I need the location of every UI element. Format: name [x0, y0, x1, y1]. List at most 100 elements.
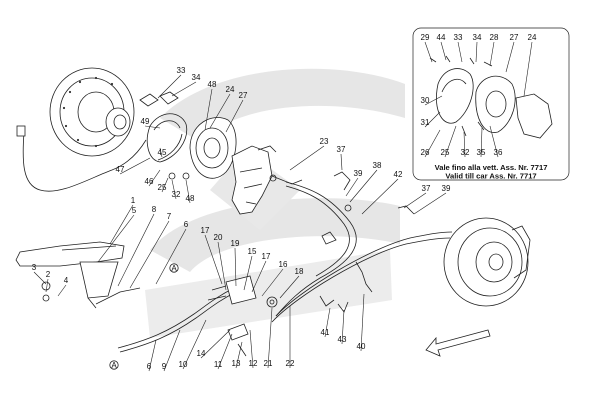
leader-line-c16 — [261, 268, 284, 297]
callout-c40: 40 — [357, 342, 366, 351]
callout-c42: 42 — [394, 170, 403, 179]
connector-a-bottom: A — [109, 360, 119, 370]
callout-c30: 30 — [421, 96, 430, 105]
leader-line-c10 — [182, 319, 207, 370]
hub-carrier — [231, 145, 277, 215]
inset-note-line2: Valid till car Ass. Nr. 7717 — [445, 172, 536, 181]
leader-line-c33b — [457, 41, 463, 63]
brake-shoe-assembly — [139, 91, 190, 180]
callout-c32b: 32 — [461, 148, 470, 157]
callout-c27a: 27 — [239, 91, 248, 100]
callout-c24a: 24 — [226, 85, 235, 94]
callout-c23: 23 — [320, 137, 329, 146]
wear-sensor-cable — [16, 125, 147, 192]
callout-c35: 35 — [477, 148, 486, 157]
leader-line-c12 — [249, 329, 254, 369]
callout-c34b: 34 — [473, 33, 482, 42]
leader-line-c6b — [148, 339, 157, 372]
rear-brake-disc — [49, 67, 135, 157]
callout-c44: 44 — [437, 33, 446, 42]
callout-c26: 26 — [421, 148, 430, 157]
cable-clips — [319, 171, 415, 313]
callout-c28: 28 — [490, 33, 499, 42]
leader-line-c25b — [444, 125, 457, 158]
callout-c37a: 37 — [337, 145, 346, 154]
callout-c13: 13 — [232, 359, 241, 368]
leader-line-c39b — [413, 192, 447, 215]
leader-line-c25a — [161, 177, 169, 193]
callout-c17b: 17 — [262, 252, 271, 261]
leader-line-c5 — [97, 214, 135, 263]
callout-c48b: 48 — [186, 194, 195, 203]
callout-c25a: 25 — [158, 183, 167, 192]
callout-c5: 5 — [132, 206, 137, 215]
leader-line-c1 — [109, 204, 134, 245]
leader-line-c21 — [267, 307, 273, 369]
leader-line-c34a — [171, 81, 197, 97]
callout-c29: 29 — [421, 33, 430, 42]
leader-line-c8 — [117, 213, 155, 287]
callout-c15: 15 — [248, 247, 257, 256]
leader-line-c44 — [440, 41, 447, 61]
callout-c38: 38 — [373, 161, 382, 170]
callout-c11: 11 — [214, 360, 223, 369]
callout-c19: 19 — [231, 239, 240, 248]
callout-c10: 10 — [179, 360, 188, 369]
callout-c32a: 32 — [172, 190, 181, 199]
right-brake-disc — [443, 217, 531, 307]
callout-c25b: 25 — [441, 148, 450, 157]
leader-line-c19 — [234, 247, 237, 287]
leader-line-c24b — [523, 41, 533, 97]
inset-detail-box: Vale fino alla vett. Ass. Nr. 7717 Valid… — [412, 27, 570, 181]
leader-line-c42 — [361, 178, 399, 215]
leader-line-c34b — [475, 41, 478, 63]
leader-line-c37b — [403, 192, 427, 209]
leader-line-c28 — [489, 41, 495, 67]
leader-line-c14 — [200, 329, 231, 359]
callout-c22: 22 — [286, 359, 295, 368]
leader-line-c2 — [45, 278, 49, 293]
callout-c2: 2 — [46, 270, 51, 279]
callout-c20: 20 — [214, 233, 223, 242]
leader-line-c4 — [57, 284, 67, 297]
callout-c33b: 33 — [454, 33, 463, 42]
callout-c21: 21 — [264, 359, 273, 368]
leader-line-c47 — [119, 157, 151, 175]
backing-plate — [189, 117, 237, 179]
brake-disc-holes — [62, 76, 114, 148]
callout-c37b: 37 — [422, 184, 431, 193]
leader-line-c27a — [225, 99, 244, 133]
leader-line-c30 — [424, 95, 443, 106]
callout-c24b: 24 — [528, 33, 537, 42]
leader-line-c32a — [171, 179, 177, 200]
leader-line-c48b — [185, 179, 191, 204]
callout-c14: 14 — [197, 349, 206, 358]
callout-c27b: 27 — [510, 33, 519, 42]
callout-c39b: 39 — [442, 184, 451, 193]
callout-c12: 12 — [249, 359, 258, 368]
leader-line-c32b — [463, 131, 466, 158]
leader-line-c31 — [424, 111, 441, 128]
leader-line-c43 — [341, 309, 345, 345]
callout-c45: 45 — [158, 148, 167, 157]
leader-line-c26 — [424, 129, 441, 158]
svg-text:A: A — [111, 361, 117, 370]
leader-line-c27b — [505, 41, 515, 73]
leader-line-c17b — [251, 260, 267, 293]
callout-c43: 43 — [338, 335, 347, 344]
leader-line-c18 — [279, 275, 300, 299]
inset-note-line1: Vale fino alla vett. Ass. Nr. 7717 — [435, 163, 548, 172]
callout-c6a: 6 — [184, 220, 189, 229]
callout-c7: 7 — [167, 212, 172, 221]
leader-line-c13 — [235, 341, 243, 369]
leader-line-c20 — [217, 241, 227, 291]
callout-c1: 1 — [131, 196, 136, 205]
callout-c18: 18 — [295, 267, 304, 276]
callout-c33a: 33 — [177, 66, 186, 75]
callout-c41: 41 — [321, 328, 330, 337]
callout-c16: 16 — [279, 260, 288, 269]
callout-c17a: 17 — [201, 226, 210, 235]
leader-line-c46 — [148, 169, 161, 187]
